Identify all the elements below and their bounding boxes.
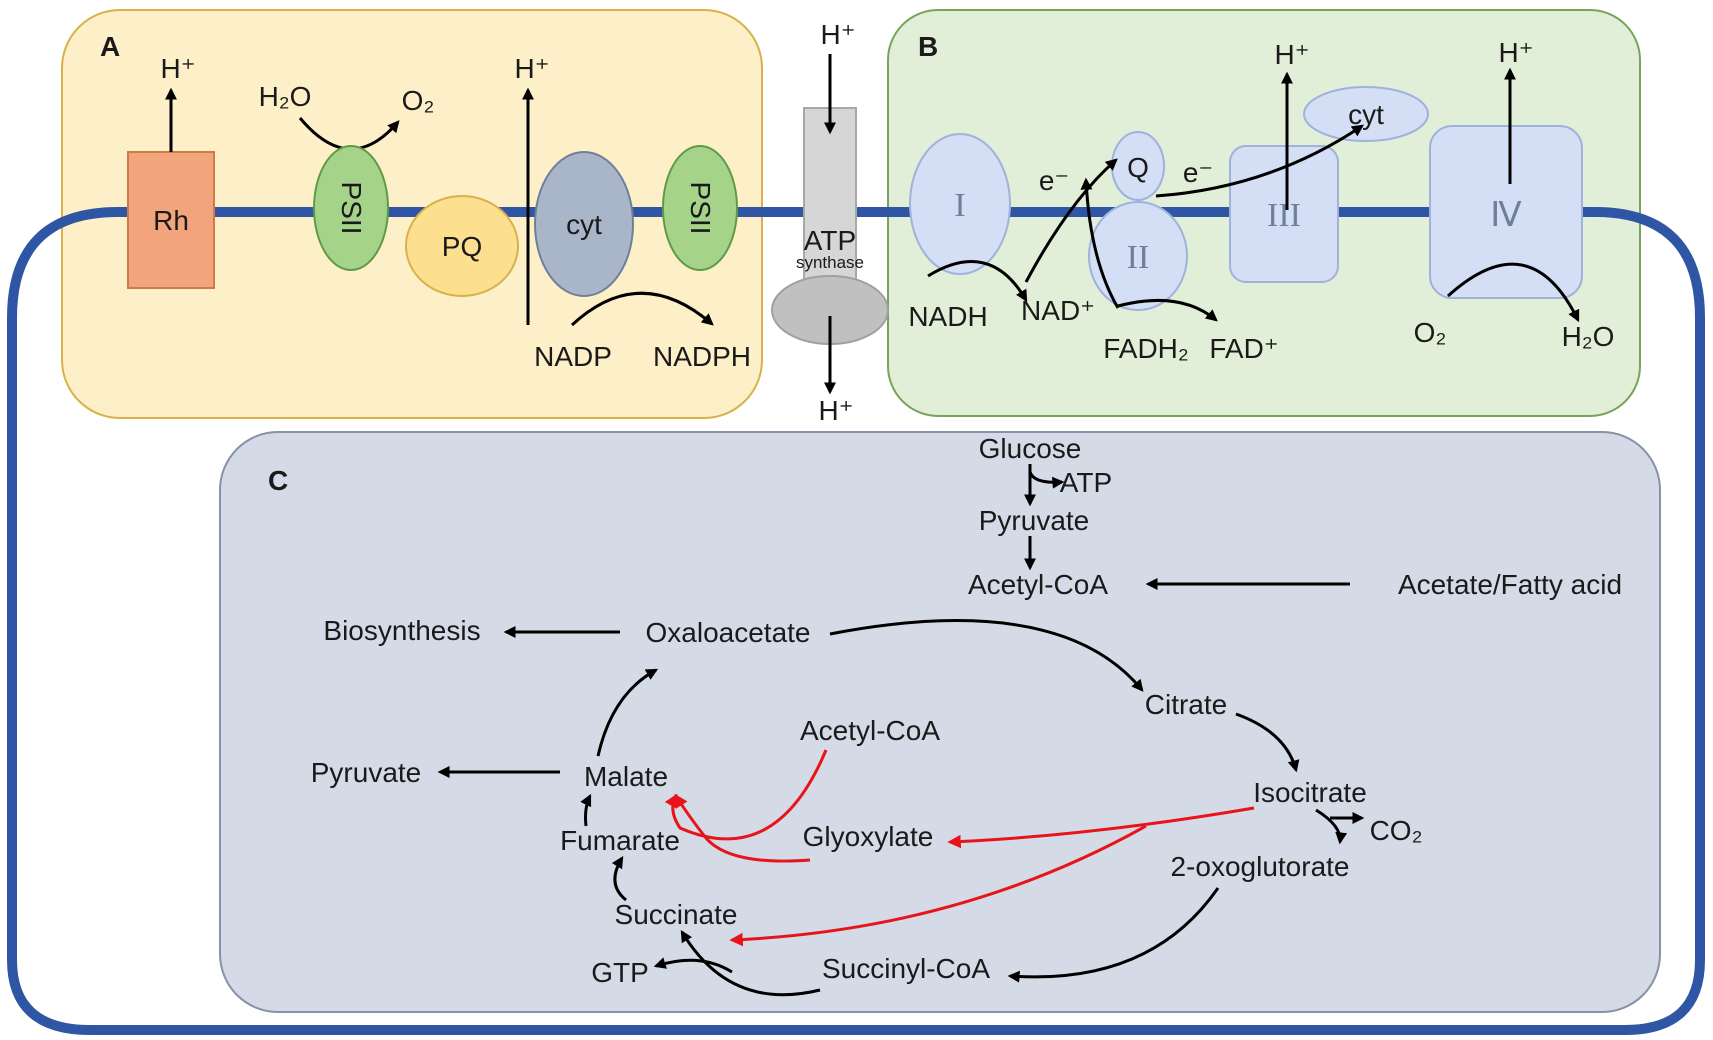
fadh2-label: FADH₂ <box>1103 333 1189 364</box>
oxoglutarate-to-succinyl-coa-arrow <box>1007 887 1220 983</box>
complex4-proton-label: H⁺ <box>1499 37 1534 68</box>
acetate-fatty-acid-label: Acetate/Fatty acid <box>1398 569 1622 600</box>
oxygen-b-label: O₂ <box>1414 317 1447 348</box>
isocitrate-label: Isocitrate <box>1253 777 1367 808</box>
pyruvate-left-label: Pyruvate <box>311 757 422 788</box>
electron-right-label: e⁻ <box>1183 157 1213 188</box>
co2-label: CO₂ <box>1370 815 1423 846</box>
cell-membrane <box>7 207 1705 1035</box>
electron-left-label: e⁻ <box>1039 165 1069 196</box>
citrate-label: Citrate <box>1145 689 1227 720</box>
acetyl-coa-glyox-label: Acetyl-CoA <box>800 715 940 746</box>
cyt-a-label: cyt <box>566 209 602 240</box>
water-b-label: H₂O <box>1562 321 1615 352</box>
electron-transfer-q-cyt <box>1155 124 1364 198</box>
oxygen-reduction-arrow <box>1446 262 1580 323</box>
citrate-to-isocitrate-arrow <box>1235 712 1300 773</box>
psii-left <box>313 145 389 271</box>
nadph-label: NADPH <box>653 341 751 372</box>
complex-3-label: III <box>1267 197 1301 234</box>
isocitrate-to-succinate-arrow <box>729 824 1147 947</box>
nadh-label: NADH <box>908 301 987 332</box>
proton-pump-label: H⁺ <box>515 53 550 84</box>
complex-2 <box>1088 201 1188 311</box>
fadh2-oxidation-arrow <box>1117 298 1218 322</box>
pq-label: PQ <box>442 231 482 262</box>
biosynthesis-label: Biosynthesis <box>323 615 480 646</box>
atp-label: ATP <box>1060 467 1112 498</box>
isocitrate-to-glyoxylate-arrow <box>947 806 1255 849</box>
succinate-label: Succinate <box>615 899 738 930</box>
water-label: H₂O <box>259 81 312 112</box>
succinyl-coa-label: Succinyl-CoA <box>822 953 990 984</box>
nadh-oxidation-arrow <box>927 260 1028 303</box>
fadh2-to-q-arrow <box>1080 177 1120 309</box>
succinate-to-fumarate-arrow <box>611 855 627 902</box>
panel-c-letter: C <box>268 465 288 496</box>
acetyl-coa-top-label: Acetyl-CoA <box>968 569 1108 600</box>
atp-proton-top-label: H⁺ <box>821 19 856 50</box>
pyruvate-top-label: Pyruvate <box>979 505 1090 536</box>
complex-1-label: I <box>954 187 965 224</box>
oxygen-label: O₂ <box>402 85 435 116</box>
glyoxylate-label: Glyoxylate <box>803 821 934 852</box>
atp-synthase-label: ATP <box>804 225 856 256</box>
glyoxylate-to-malate-arrow <box>674 793 811 863</box>
oxaloacetate-to-citrate-arrow <box>829 619 1144 692</box>
electron-transfer-complex1-q <box>1024 158 1118 283</box>
cyt-b-ellipse <box>1303 86 1429 142</box>
atp-proton-bottom-label: H⁺ <box>819 395 854 426</box>
succinyl-coa-to-succinate-arrow <box>680 929 821 997</box>
cyt-a-ellipse <box>534 151 634 297</box>
malate-to-oxaloacetate-arrow <box>596 668 659 757</box>
atp-synthase-channel <box>803 107 857 295</box>
isocitrate-to-oxoglutarate-arrow <box>1315 808 1348 845</box>
malate-label: Malate <box>584 761 668 792</box>
fad-plus-label: FAD⁺ <box>1209 333 1278 364</box>
pq-ellipse <box>405 195 519 297</box>
oxoglutarate-label: 2-oxoglutorate <box>1170 851 1349 882</box>
complex3-proton-label: H⁺ <box>1275 39 1310 70</box>
psii-right-label: PSII <box>685 182 716 235</box>
gtp-yield-arrow <box>653 957 733 974</box>
atp-yield-arrow <box>1028 471 1065 489</box>
rh-proton-label: H⁺ <box>161 53 196 84</box>
gtp-label: GTP <box>591 957 649 988</box>
complex-4-label: Ⅳ <box>1490 197 1522 234</box>
panel-a-letter: A <box>100 31 120 62</box>
panel-b-letter: B <box>918 31 938 62</box>
complex-1 <box>909 133 1011 275</box>
acetyl-coa-to-malate-arrow <box>664 749 828 841</box>
panel-c-box <box>219 431 1661 1013</box>
oxaloacetate-label: Oxaloacetate <box>646 617 811 648</box>
q-label: Q <box>1127 152 1149 183</box>
psii-left-label: PSII <box>336 182 367 235</box>
psii-right <box>662 145 738 271</box>
rh-label: Rh <box>153 205 189 236</box>
nadp-label: NADP <box>534 341 612 372</box>
glucose-label: Glucose <box>979 433 1082 464</box>
fumarate-label: Fumarate <box>560 825 680 856</box>
complex-2-label: II <box>1127 239 1150 276</box>
nadp-reduction-arrow <box>570 291 714 327</box>
fumarate-to-malate-arrow <box>580 793 592 827</box>
nad-plus-label: NAD⁺ <box>1021 295 1095 326</box>
cyt-b-label: cyt <box>1348 99 1384 130</box>
complex-4 <box>1429 125 1583 299</box>
complex-3 <box>1229 145 1339 283</box>
atp-synthase-sublabel: synthase <box>796 253 864 272</box>
